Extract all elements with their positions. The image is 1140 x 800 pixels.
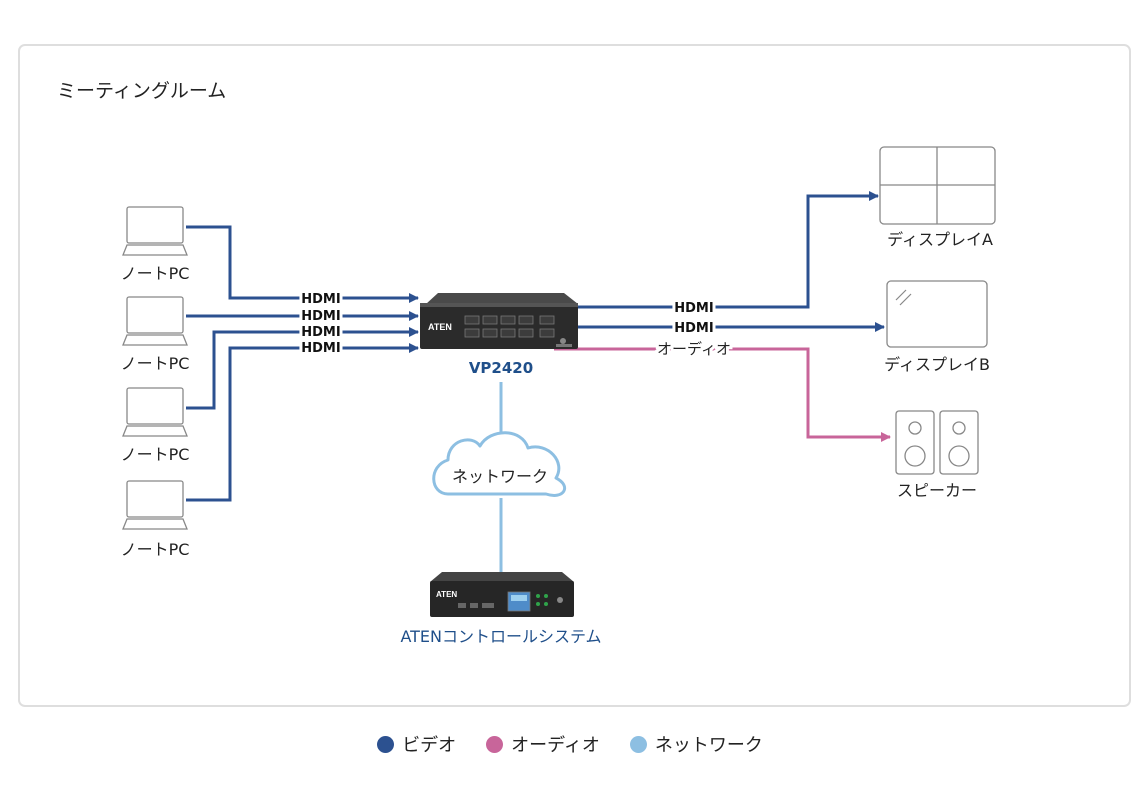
laptop-3: ノートPC: [121, 387, 190, 464]
laptop-3-label: ノートPC: [121, 445, 190, 464]
laptop-1: ノートPC: [121, 206, 190, 283]
video-line-3: [186, 327, 419, 410]
switcher-model: VP2420: [469, 359, 533, 377]
network-label: ネットワーク: [452, 467, 548, 486]
legend-dot-video: [377, 735, 395, 753]
room-title: ミーティングルーム: [57, 80, 226, 102]
laptop-icon: [122, 206, 188, 256]
switcher-device: ATEN: [420, 293, 578, 349]
legend-dot-network: [629, 735, 647, 753]
speaker-icon: [895, 410, 979, 475]
speaker-label: スピーカー: [897, 481, 977, 500]
hdmi-output-b-label: HDMI: [674, 321, 713, 336]
audio-output: [554, 347, 891, 442]
network-cloud: ネットワーク: [432, 431, 567, 497]
legend-item-video: ビデオ: [377, 731, 456, 757]
legend-item-network: ネットワーク: [629, 731, 763, 757]
video-line-4: [186, 343, 419, 502]
hdmi-label-2: HDMI: [301, 309, 340, 324]
display-a-label: ディスプレイA: [887, 230, 993, 249]
control-system-device: ATEN: [430, 572, 574, 617]
cloud-icon: [432, 431, 567, 497]
legend-label-video: ビデオ: [402, 735, 457, 756]
laptop-icon: [122, 387, 188, 437]
hdmi-label-4: HDMI: [301, 341, 340, 356]
legend-label-audio: オーディオ: [511, 735, 600, 756]
legend: ビデオ オーディオ ネットワーク: [0, 731, 1140, 757]
laptop-icon: [122, 296, 188, 346]
laptop-icon: [122, 480, 188, 530]
laptop-4: ノートPC: [121, 480, 190, 559]
hdmi-label-1: HDMI: [301, 292, 340, 307]
speaker: スピーカー: [895, 410, 979, 500]
display-b-label: ディスプレイB: [884, 355, 990, 374]
laptop-2: ノートPC: [121, 296, 190, 373]
audio-output-label: オーディオ: [657, 340, 731, 358]
display-split-icon: [879, 146, 996, 225]
display-b: ディスプレイB: [884, 280, 990, 374]
control-system-label: ATENコントロールシステム: [400, 627, 601, 646]
legend-dot-audio: [486, 735, 504, 753]
switcher-brand: ATEN: [428, 322, 452, 332]
video-output-a: [578, 191, 879, 309]
hdmi-output-a-label: HDMI: [674, 301, 713, 316]
display-a: ディスプレイA: [879, 146, 996, 249]
room-frame: [18, 44, 1131, 707]
laptop-1-label: ノートPC: [121, 264, 190, 283]
legend-item-audio: オーディオ: [486, 731, 600, 757]
control-system-brand: ATEN: [436, 590, 457, 599]
video-line-1: [186, 225, 419, 303]
display-icon: [886, 280, 988, 348]
laptop-4-label: ノートPC: [121, 540, 190, 559]
laptop-2-label: ノートPC: [121, 354, 190, 373]
hdmi-label-3: HDMI: [301, 325, 340, 340]
legend-label-network: ネットワーク: [654, 735, 763, 756]
